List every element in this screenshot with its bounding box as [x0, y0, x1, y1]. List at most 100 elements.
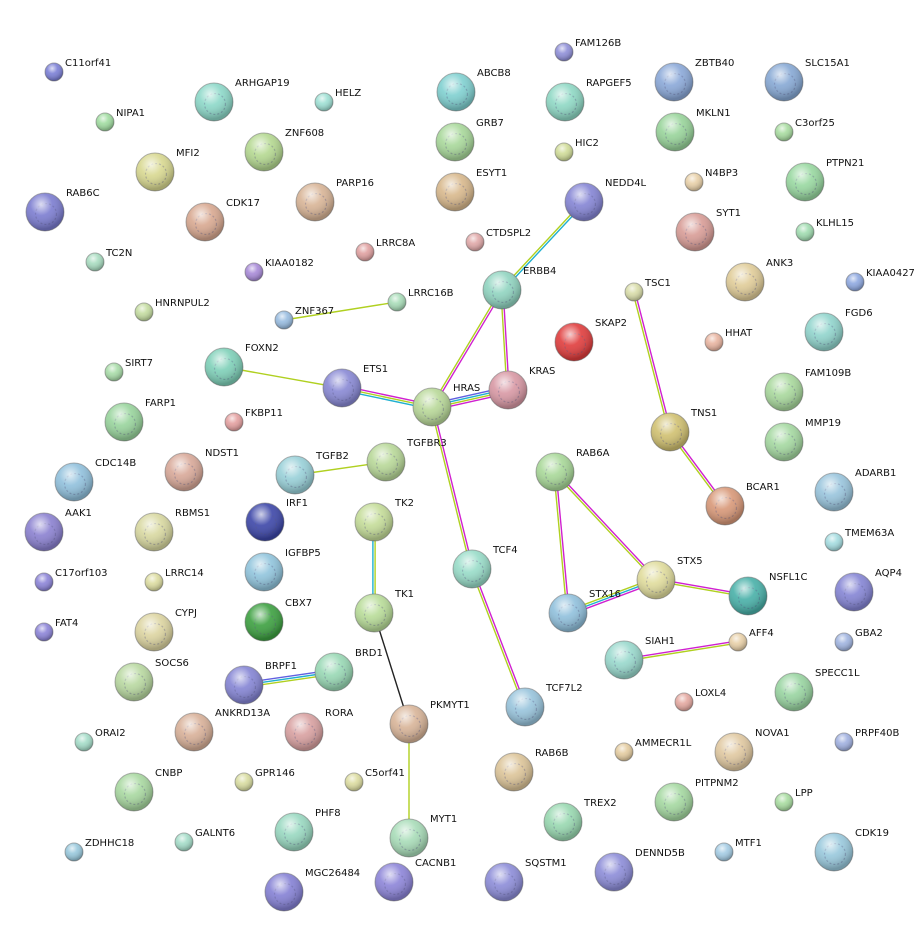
node-c5orf41[interactable]: C5orf41	[344, 768, 405, 792]
node-igfbp5[interactable]: IGFBP5	[244, 548, 321, 592]
node-c11orf41[interactable]: C11orf41	[44, 58, 111, 82]
node-mmp19[interactable]: MMP19	[764, 418, 841, 462]
node-brpf1[interactable]: BRPF1	[224, 661, 297, 705]
node-ammecr1l[interactable]: AMMECR1L	[614, 738, 692, 762]
node-fat4[interactable]: FAT4	[34, 618, 78, 642]
node-nsfl1c[interactable]: NSFL1C	[728, 572, 808, 616]
node-tgfbr3[interactable]: TGFBR3	[366, 438, 447, 482]
node-rbms1[interactable]: RBMS1	[134, 508, 210, 552]
node-klhl15[interactable]: KLHL15	[795, 218, 854, 242]
edge-hras-tcf4[interactable]	[430, 406, 474, 570]
node-pitpnm2[interactable]: PITPNM2	[654, 778, 739, 822]
node-farp1[interactable]: FARP1	[104, 398, 176, 442]
node-irf1[interactable]: IRF1	[245, 498, 308, 542]
node-myt1[interactable]: MYT1	[389, 814, 457, 858]
node-znf367[interactable]: ZNF367	[274, 306, 334, 330]
node-cypj[interactable]: CYPJ	[134, 608, 197, 652]
node-n4bp3[interactable]: N4BP3	[684, 168, 738, 192]
node-hras[interactable]: HRAS	[412, 383, 480, 427]
node-ankrd13a[interactable]: ANKRD13A	[174, 708, 270, 752]
node-skap2[interactable]: SKAP2	[554, 318, 627, 362]
node-hnrnpul2[interactable]: HNRNPUL2	[134, 298, 210, 322]
node-ets1[interactable]: ETS1	[322, 364, 388, 408]
node-tns1[interactable]: TNS1	[650, 408, 717, 452]
edge-rab6a-stx16[interactable]	[553, 471, 570, 614]
node-aff4[interactable]: AFF4	[728, 628, 774, 652]
node-gba2[interactable]: GBA2	[834, 628, 883, 652]
edge-erbb4-hras[interactable]	[430, 289, 504, 408]
node-sirt7[interactable]: SIRT7	[104, 358, 153, 382]
edge-foxn2-ets1[interactable]	[223, 366, 343, 389]
node-tcf7l2[interactable]: TCF7L2	[505, 683, 583, 727]
node-loxl4[interactable]: LOXL4	[674, 688, 726, 712]
node-fkbp11[interactable]: FKBP11	[224, 408, 283, 432]
node-ctdspl2[interactable]: CTDSPL2	[465, 228, 531, 252]
node-c17orf103[interactable]: C17orf103	[34, 568, 108, 592]
node-siah1[interactable]: SIAH1	[604, 636, 675, 680]
node-znf608[interactable]: ZNF608	[244, 128, 324, 172]
node-lrrc8a[interactable]: LRRC8A	[355, 238, 415, 262]
node-ank3[interactable]: ANK3	[725, 258, 793, 302]
edge-rab6a-stx5[interactable]	[553, 470, 658, 582]
node-kiaa0427[interactable]: KIAA0427	[845, 268, 915, 292]
node-trex2[interactable]: TREX2	[543, 798, 617, 842]
node-aak1[interactable]: AAK1	[24, 508, 92, 552]
node-bcar1[interactable]: BCAR1	[705, 482, 780, 526]
node-tgfb2[interactable]: TGFB2	[275, 451, 349, 495]
node-mfi2[interactable]: MFI2	[135, 148, 200, 192]
node-cacnb1[interactable]: CACNB1	[374, 858, 456, 902]
node-mkln1[interactable]: MKLN1	[655, 108, 731, 152]
node-slc15a1[interactable]: SLC15A1	[764, 58, 850, 102]
node-rora[interactable]: RORA	[284, 708, 353, 752]
edge-tcf4-tcf7l2[interactable]	[470, 568, 527, 708]
node-c3orf25[interactable]: C3orf25	[774, 118, 835, 142]
node-tcf4[interactable]: TCF4	[452, 545, 518, 589]
node-tsc1[interactable]: TSC1	[624, 278, 671, 302]
node-esyt1[interactable]: ESYT1	[435, 168, 507, 212]
node-rab6b[interactable]: RAB6B	[494, 748, 569, 792]
node-tk2[interactable]: TK2	[354, 498, 414, 542]
node-zdhhc18[interactable]: ZDHHC18	[64, 838, 134, 862]
node-lpp[interactable]: LPP	[774, 788, 813, 812]
node-phf8[interactable]: PHF8	[274, 808, 341, 852]
node-lrrc16b[interactable]: LRRC16B	[387, 288, 454, 312]
node-lrrc14[interactable]: LRRC14	[144, 568, 204, 592]
node-foxn2[interactable]: FOXN2	[204, 343, 279, 387]
node-kras[interactable]: KRAS	[488, 366, 555, 410]
node-mtf1[interactable]: MTF1	[714, 838, 762, 862]
node-rab6c[interactable]: RAB6C	[25, 188, 100, 232]
node-kiaa0182[interactable]: KIAA0182	[244, 258, 314, 282]
node-cdk19[interactable]: CDK19	[814, 828, 889, 872]
node-nova1[interactable]: NOVA1	[714, 728, 790, 772]
node-erbb4[interactable]: ERBB4	[482, 266, 556, 310]
node-cdc14b[interactable]: CDC14B	[54, 458, 136, 502]
node-arhgap19[interactable]: ARHGAP19	[194, 78, 290, 122]
node-cdk17[interactable]: CDK17	[185, 198, 260, 242]
node-parp16[interactable]: PARP16	[295, 178, 374, 222]
node-gpr146[interactable]: GPR146	[234, 768, 295, 792]
edge-tsc1-tns1[interactable]	[632, 291, 672, 433]
node-grb7[interactable]: GRB7	[435, 118, 504, 162]
node-sqstm1[interactable]: SQSTM1	[484, 858, 567, 902]
node-nedd4l[interactable]: NEDD4L	[564, 178, 647, 222]
node-fam109b[interactable]: FAM109B	[764, 368, 851, 412]
node-orai2[interactable]: ORAI2	[74, 728, 126, 752]
node-ndst1[interactable]: NDST1	[164, 448, 239, 492]
node-zbtb40[interactable]: ZBTB40	[654, 58, 734, 102]
node-socs6[interactable]: SOCS6	[114, 658, 189, 702]
node-aqp4[interactable]: AQP4	[834, 568, 902, 612]
node-abcb8[interactable]: ABCB8	[436, 68, 511, 112]
node-prpf40b[interactable]: PRPF40B	[834, 728, 899, 752]
node-galnt6[interactable]: GALNT6	[174, 828, 235, 852]
node-tmem63a[interactable]: TMEM63A	[824, 528, 894, 552]
node-pkmyt1[interactable]: PKMYT1	[389, 700, 470, 744]
node-stx5[interactable]: STX5	[636, 556, 703, 600]
node-mgc26484[interactable]: MGC26484	[264, 868, 360, 912]
node-nipa1[interactable]: NIPA1	[95, 108, 145, 132]
node-hic2[interactable]: HIC2	[554, 138, 599, 162]
node-dennd5b[interactable]: DENND5B	[594, 848, 685, 892]
node-stx16[interactable]: STX16	[548, 589, 621, 633]
node-rab6a[interactable]: RAB6A	[535, 448, 610, 492]
node-syt1[interactable]: SYT1	[675, 208, 741, 252]
node-fam126b[interactable]: FAM126B	[554, 38, 621, 62]
